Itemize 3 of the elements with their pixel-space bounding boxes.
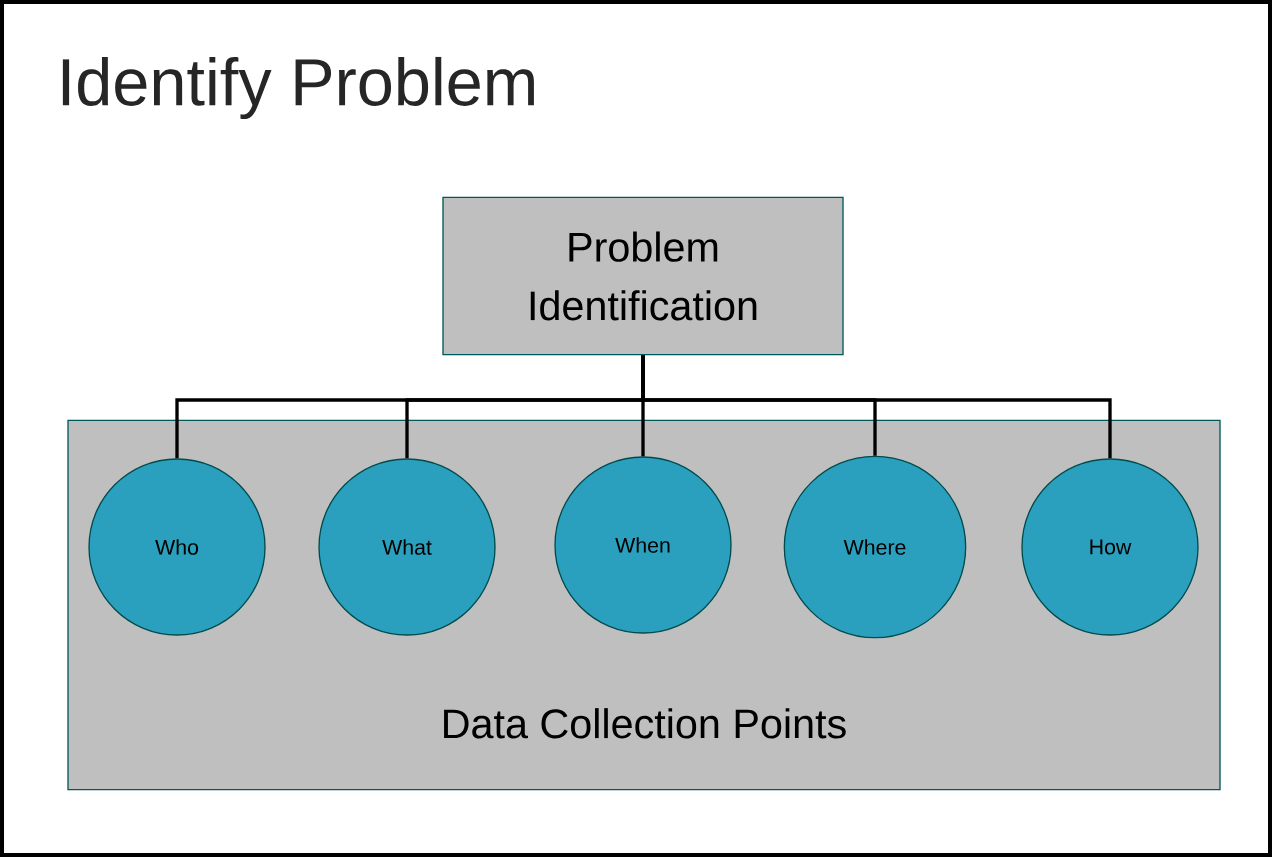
process-box: Problem Identification [442, 196, 844, 356]
connector-line [641, 355, 1112, 459]
title: Identify Problem [62, 56, 534, 120]
